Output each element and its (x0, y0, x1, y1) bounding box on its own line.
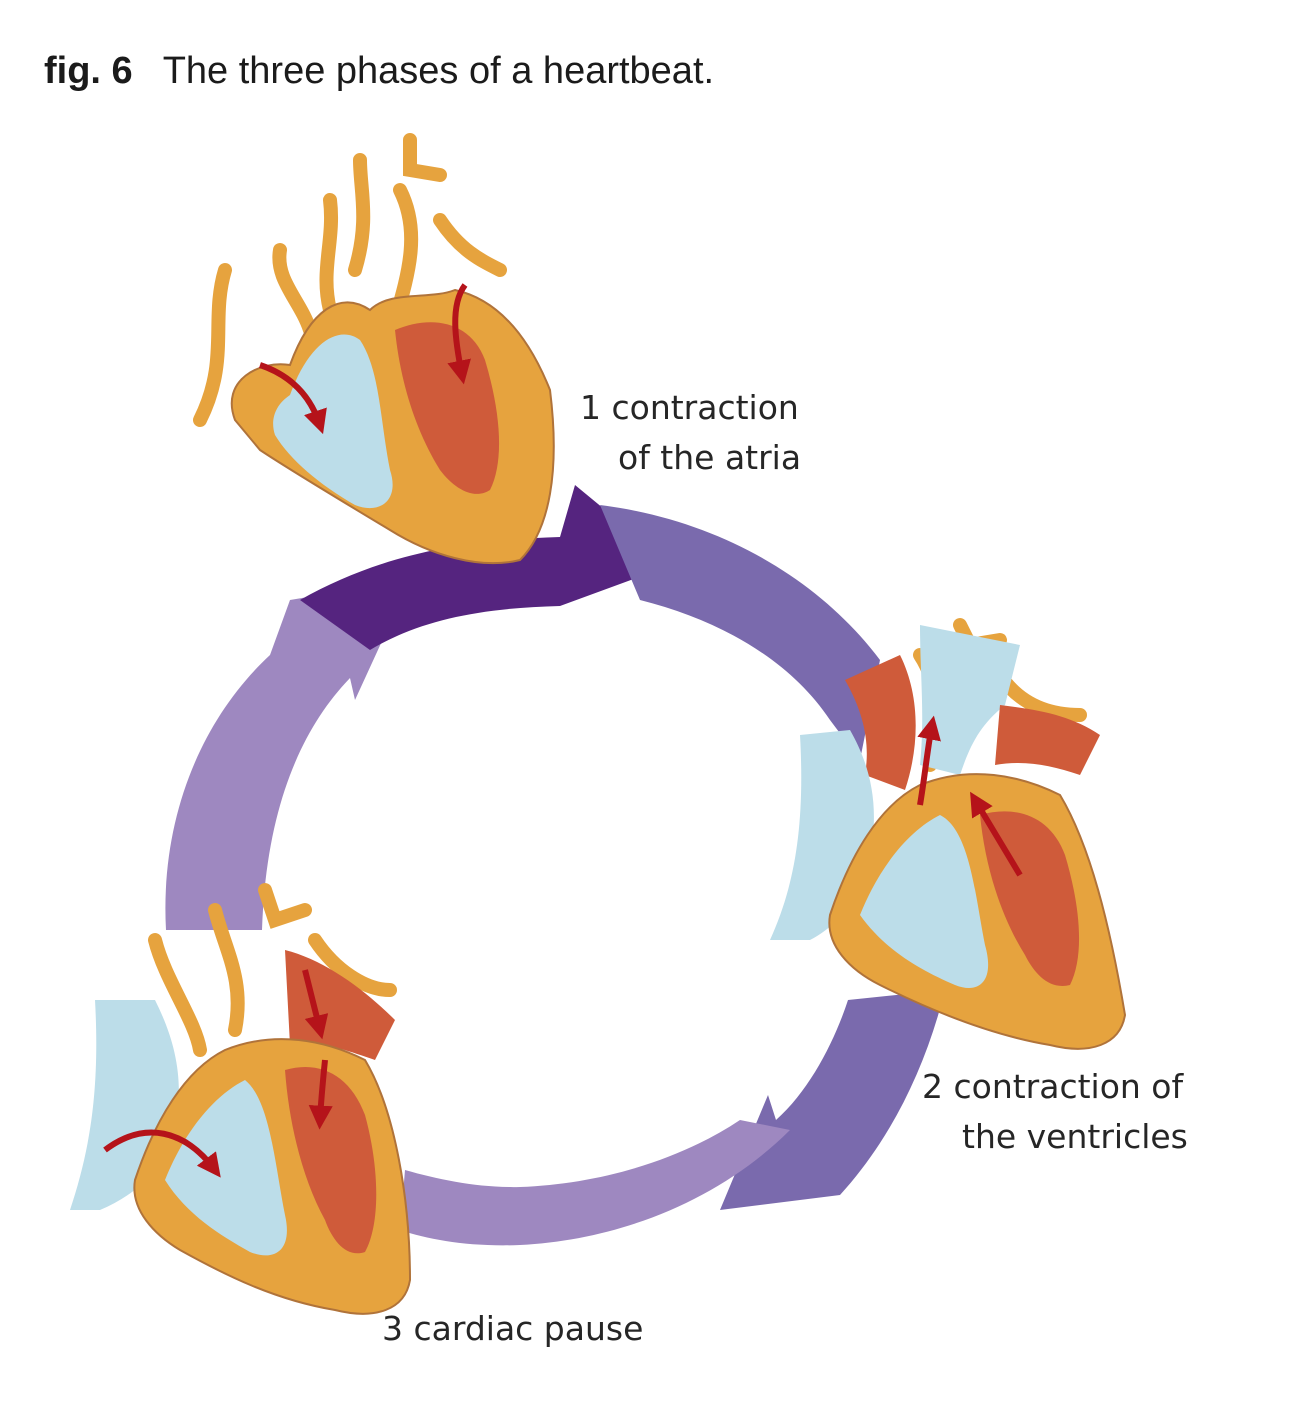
heart-ventricular-contraction (770, 618, 1127, 1050)
phase-2-line-2: the ventricles (962, 1117, 1188, 1156)
heart-3-vessels (148, 883, 397, 1057)
cycle-arrow-2-to-3 (720, 990, 945, 1210)
phase-1-line-2: of the atria (618, 438, 802, 477)
cycle-arrow-1-to-2 (300, 485, 672, 650)
heart-1-flow-arrow-right (259, 362, 327, 435)
heart-3-flow-arrow-right (103, 1129, 221, 1178)
cycle-arrows (165, 485, 945, 1246)
figure-title: The three phases of a heartbeat. (162, 50, 715, 92)
heart-1-left-chamber (395, 322, 500, 494)
phase-2-line-1: 2 contraction of (922, 1067, 1184, 1106)
heart-1-flow-arrow-left (447, 283, 471, 385)
heart-2-left-vessels (995, 705, 1100, 775)
phase-2-label: 2 contraction of the ventricles (922, 1062, 1188, 1162)
phase-3-label: 3 cardiac pause (382, 1304, 643, 1354)
heart-2-flow-arrow-up-right (917, 715, 941, 806)
heart-3-right-ventricle (165, 1080, 287, 1256)
heart-2-aorta (845, 655, 916, 790)
heart-1-right-chamber (273, 334, 393, 509)
cycle-arrow-3-bottom (400, 1120, 790, 1246)
heart-atrial-contraction (193, 133, 555, 565)
figure-caption: fig. 6 The three phases of a heartbeat. (44, 50, 714, 93)
cycle-arrow-1-to-2-tail (600, 505, 880, 760)
heart-cardiac-pause (70, 883, 412, 1315)
phase-3-line-1: 3 cardiac pause (382, 1309, 644, 1348)
phase-1-line-1: 1 contraction (580, 388, 799, 427)
heart-2-right-ventricle (860, 815, 989, 989)
figure-number: fig. 6 (44, 50, 133, 92)
cycle-arrow-3-to-1 (165, 580, 410, 930)
heart-2-pulmonary-trunk (920, 625, 1020, 775)
phase-1-label: 1 contraction of the atria (580, 383, 801, 483)
heart-2-flow-arrow-up-left (970, 791, 1023, 877)
heart-3-left-ventricle (285, 1067, 377, 1254)
heart-3-flow-arrow-left-lower (308, 1059, 333, 1130)
heart-3-flow-arrow-left-upper (302, 969, 329, 1040)
